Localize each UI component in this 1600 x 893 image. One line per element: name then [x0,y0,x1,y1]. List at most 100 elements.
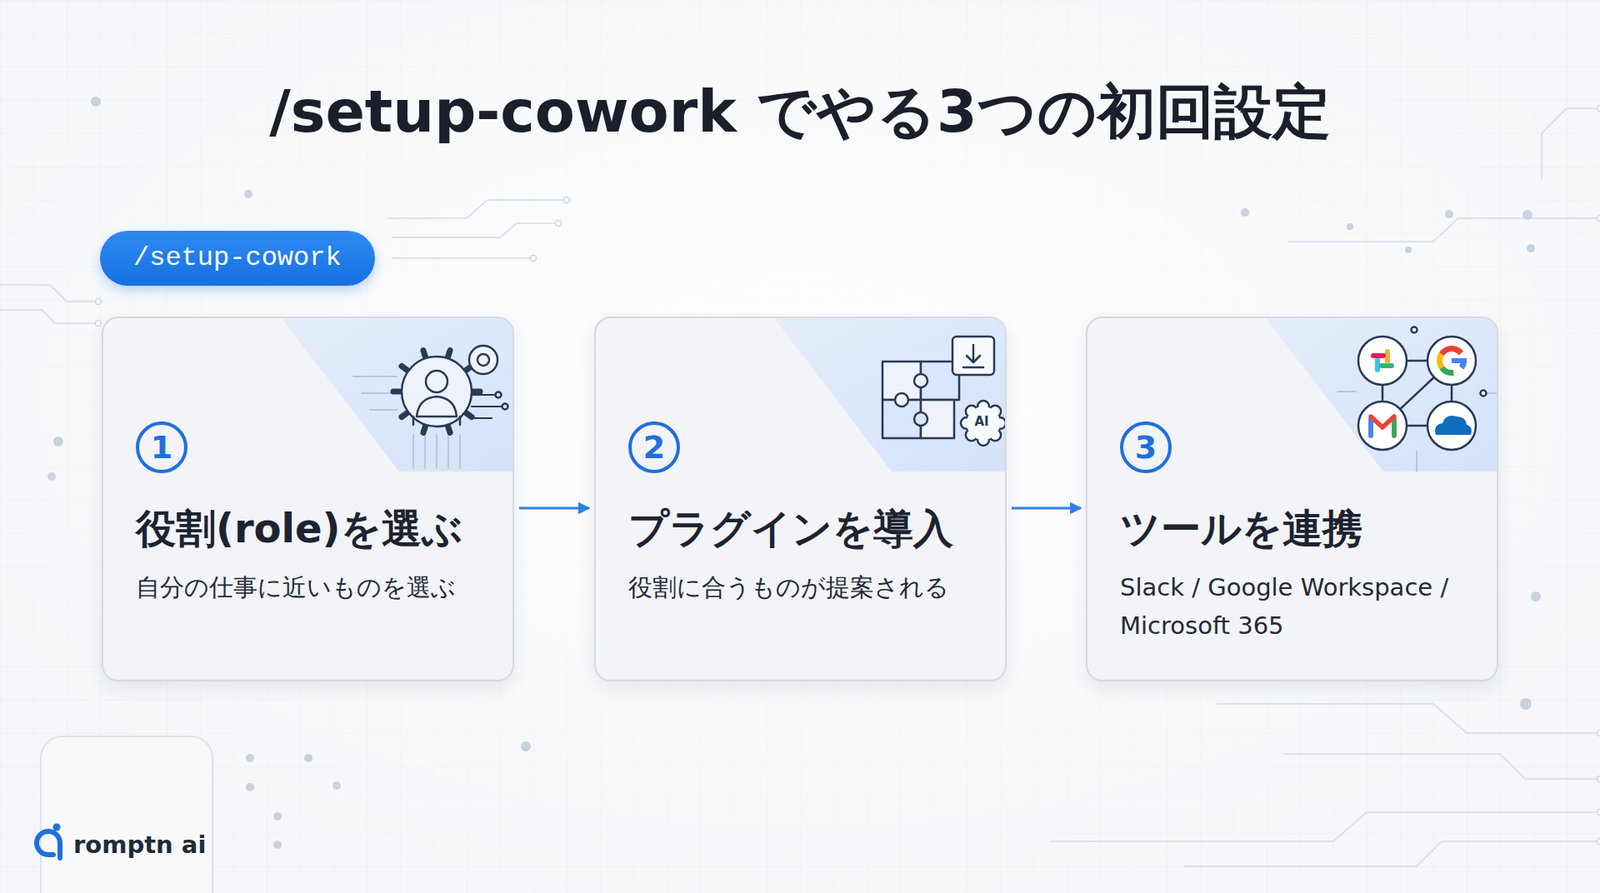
step-number: 3 [1120,421,1172,474]
circuit-dot [95,320,102,327]
icon-line [447,435,450,469]
gear-tooth [447,350,450,360]
decor-dot [244,190,253,199]
step-heading: 役割(role)を選ぶ [135,505,488,554]
gear-tooth [401,365,409,371]
circuit-line [1287,218,1600,242]
command-pill: /setup-cowork [100,230,375,286]
app-badge [1358,401,1407,450]
card-icon [353,345,509,469]
icon-line [424,435,426,469]
icon-dot [1480,390,1487,397]
slack-mark [1385,349,1390,365]
step-card: 1 役割(role)を選ぶ自分の仕事に近いものを選ぶ [101,316,515,682]
card-icon [1337,327,1497,473]
logo-mark [36,831,60,859]
flow-arrow [1011,507,1081,510]
decor-dot [53,436,64,447]
icon-line [412,435,415,469]
card-band [774,318,1005,472]
decor-dot [1520,698,1532,710]
decor-dot [1530,591,1541,602]
icon-text: AI [974,414,989,430]
decor-dot [245,783,255,792]
decor-dot [273,812,282,821]
step-heading: ツールを連携 [1120,505,1472,554]
circuit-line [1216,704,1600,734]
gmail-mark [1370,416,1395,436]
brand-logo: romptn ai [73,830,206,860]
circuit-dot [95,299,102,305]
decor-dot [1445,210,1454,219]
puzzle-knob [914,412,928,426]
icon-line [370,409,397,411]
circuit-dot [1597,105,1600,112]
small-gear-hub [477,354,490,366]
decor-dot [520,741,531,752]
decor-dot [1526,244,1535,253]
gmail-mark [1391,421,1397,436]
icon-dot [495,392,502,399]
flow-arrow [519,507,590,510]
decor-dot [1346,223,1354,230]
slack-mark [1375,357,1380,373]
circuit-line [1050,812,1600,842]
diagram-title: /setup-cowork でやる3つの初回設定 [0,76,1600,147]
gmail-mark [1368,421,1374,436]
gear-tooth [401,412,409,418]
gear-tooth [465,412,472,418]
step-number: 2 [628,421,680,474]
circuit-line [391,223,559,238]
step-body: Slack / Google Workspace / Microsoft 365 [1120,568,1472,645]
icon-line [435,435,438,469]
gear-tooth [423,425,426,434]
gear [401,356,472,427]
google-mark [1451,358,1467,364]
circuit-dot [1597,810,1600,816]
gear-tooth [393,389,402,395]
puzzle-knob [914,374,928,388]
app-badge [1427,401,1476,450]
card-art [103,318,513,680]
slack-mark [1379,363,1395,369]
google-mark [1439,365,1454,376]
circuit-dot [564,197,570,204]
google-mark [1439,345,1464,356]
decor-dot [1522,210,1533,220]
person-arms [413,416,460,425]
circuit-dot [530,255,537,262]
circuit-line [1283,754,1600,780]
decor-dot [90,96,101,107]
person-head [425,370,448,393]
card-icon [882,336,1005,446]
decor-dot [332,781,341,790]
circuit-dot [1597,776,1600,783]
icon-dot [1411,327,1418,334]
app-badge [1358,336,1407,385]
step-number: 1 [135,421,188,474]
person-body [416,396,457,417]
logo-frame [40,736,213,893]
command-text: /setup-cowork [133,240,342,276]
step-body: 自分の仕事に近いものを選ぶ [135,568,488,607]
icon-dot [502,404,509,410]
puzzle-knob [895,393,909,407]
circuit-line [1541,108,1600,180]
cloud-mark [1435,415,1472,435]
circuit-decor [0,96,1600,893]
step-body: 役割に合うものが提案される [628,568,980,607]
decor-dot [273,840,282,850]
circuit-line [0,310,99,324]
decor-dot [245,754,255,763]
decor-dot [47,472,56,481]
brain [966,406,1000,440]
circuit-line [387,200,567,219]
circuit-line [0,285,99,302]
logo-dot [53,824,61,832]
download-box [952,336,995,375]
card-band [1265,318,1497,472]
step-card: 3 ツールを連携 Slack / Google Workspace / Micros… [1085,316,1499,682]
